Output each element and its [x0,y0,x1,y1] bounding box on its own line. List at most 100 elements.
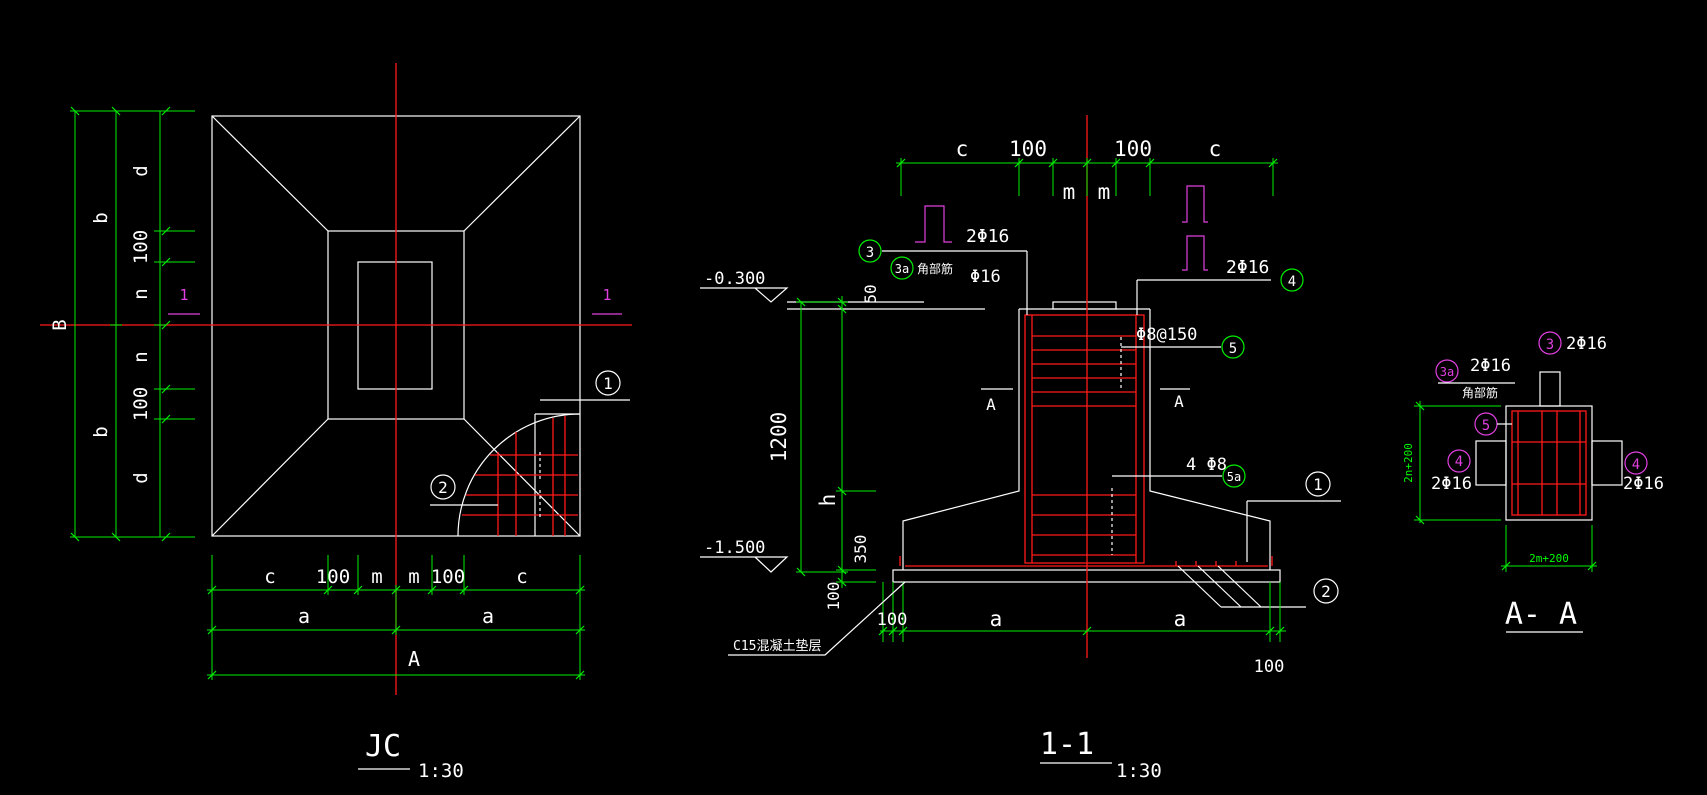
plan-bottom-dimensions [207,555,585,680]
section-leader-2 [1177,565,1306,608]
plan-dim-100-bottom: 100 [130,387,152,421]
section-concrete-leader [728,581,906,656]
section-dim-100-left: 100 [1009,137,1047,161]
svg-text:2: 2 [438,478,448,497]
section-top-dimensions [896,158,1278,196]
svg-text:1: 1 [603,374,613,393]
svg-text:1: 1 [1313,475,1323,494]
svg-text:5a: 5a [1227,470,1241,484]
svg-text:3a: 3a [895,262,909,276]
aa-bubble-3a [1435,359,1459,383]
plan-dim-n-bottom: n [130,351,152,362]
aa-rebar [1511,410,1587,516]
section-vertical-dimensions [796,296,876,588]
aa-title: A- A [1505,597,1577,632]
plan-dim-d-top: d [130,165,152,176]
section-dim-100-right: 100 [1114,137,1152,161]
svg-text:4: 4 [1632,457,1640,473]
section-bubble-3 [858,239,882,263]
section-a-a: 2n+200 2m+200 3 2Φ16 3a 2Φ16 角部筋 5 4 2Φ1… [1402,331,1664,633]
plan-dim-A: A [408,647,420,671]
rebar-shape-4 [1182,235,1208,271]
section-concrete-label: C15混凝土垫层 [733,638,821,654]
svg-text:3a: 3a [1440,365,1454,379]
section-dim-h: h [816,494,840,507]
aa-corner-label: 角部筋 [1462,385,1498,400]
section-corner-label: 角部筋 [917,261,953,276]
plan-bubble-1 [595,370,621,396]
section-elev-bottom-symbol [700,556,789,573]
plan-view: 1 1 1 2 B [40,63,632,782]
section-dim-1200: 1200 [767,412,791,463]
plan-dim-c-right: c [516,566,527,588]
section-cut-A-left: A [986,395,996,414]
section-bubble-1 [1305,471,1331,497]
section-cut-A-right: A [1174,392,1184,411]
section-bubble-5a [1222,464,1246,488]
plan-dim-m-right: m [408,566,419,588]
plan-dim-100-left: 100 [316,566,350,588]
plan-dim-100-right: 100 [431,566,465,588]
section-1-1: c 100 100 c m m 3 2Φ16 3a 角部筋 Φ16 2Φ16 4… [700,115,1341,782]
section-elev-bottom: -1.500 [704,538,765,558]
section-elev-top: -0.300 [704,269,765,289]
aa-dim-vertical: 2n+200 [1402,443,1415,483]
svg-text:2: 2 [1321,582,1331,601]
section-bubble-5 [1221,335,1245,359]
section-scale: 1:30 [1116,760,1162,782]
svg-text:5: 5 [1482,418,1490,434]
section-bubble-3a [890,256,914,280]
section-dim-100: 100 [824,582,843,611]
svg-text:4: 4 [1288,274,1296,290]
plan-dim-c-left: c [264,566,275,588]
plan-dim-n-top: n [130,288,152,299]
plan-cut-left-label: 1 [179,286,188,304]
section-dim-m-left: m [1063,180,1076,204]
section-rebar-top-label: 2Φ16 [966,226,1009,247]
plan-bubble-2 [430,474,456,500]
aa-column-outline [1505,405,1593,521]
aa-rebar-4-right: 2Φ16 [1623,474,1664,494]
section-bubble-4 [1280,268,1304,292]
section-title: 1-1 [1040,727,1094,762]
plan-dim-B: B [49,319,71,330]
section-dim-50: 50 [861,284,880,303]
aa-rebar-4-left: 2Φ16 [1431,474,1472,494]
section-rebar-right-label: 2Φ16 [1226,257,1269,278]
plan-dim-a-right: a [482,604,494,628]
plan-dim-m-left: m [371,566,382,588]
section-dim-a-left: a [990,607,1003,631]
aa-bubble-4-right [1624,451,1648,475]
section-leader-1 [1246,500,1341,562]
section-dim-100-bottom-left: 100 [877,610,908,630]
section-dim-c-left: c [956,137,969,161]
svg-text:5: 5 [1229,341,1237,357]
rebar-shape-top-right [1182,185,1208,223]
svg-text:4: 4 [1455,454,1463,470]
section-dim-c-right: c [1209,137,1222,161]
rebar-shape-3 [915,205,952,243]
section-dim-350: 350 [851,535,870,564]
section-corner-dia: Φ16 [970,267,1001,287]
plan-left-dimensions [70,106,195,542]
plan-dim-b-bottom: b [90,426,112,437]
svg-text:3: 3 [866,245,874,261]
section-dim-100-bottom-right: 100 [1254,657,1285,677]
section-4phi8-label: 4 Φ8 [1186,455,1227,475]
aa-rebar-3a: 2Φ16 [1470,356,1511,376]
section-bottom-dimensions [878,582,1286,642]
plan-title: JC [365,729,401,764]
section-dim-m-right: m [1098,180,1111,204]
section-rebar-cage [899,314,1273,567]
aa-dim-horizontal: 2m+200 [1529,552,1569,565]
aa-bubble-3 [1538,331,1562,355]
plan-scale: 1:30 [418,760,464,782]
section-dim-a-right: a [1174,607,1187,631]
aa-bubble-4-left [1447,449,1471,473]
svg-text:3: 3 [1546,337,1554,353]
section-elev-top-symbol [700,287,789,303]
plan-rebar-detail [457,413,581,537]
plan-dim-100-top: 100 [130,230,152,264]
plan-dim-a-left: a [298,604,310,628]
